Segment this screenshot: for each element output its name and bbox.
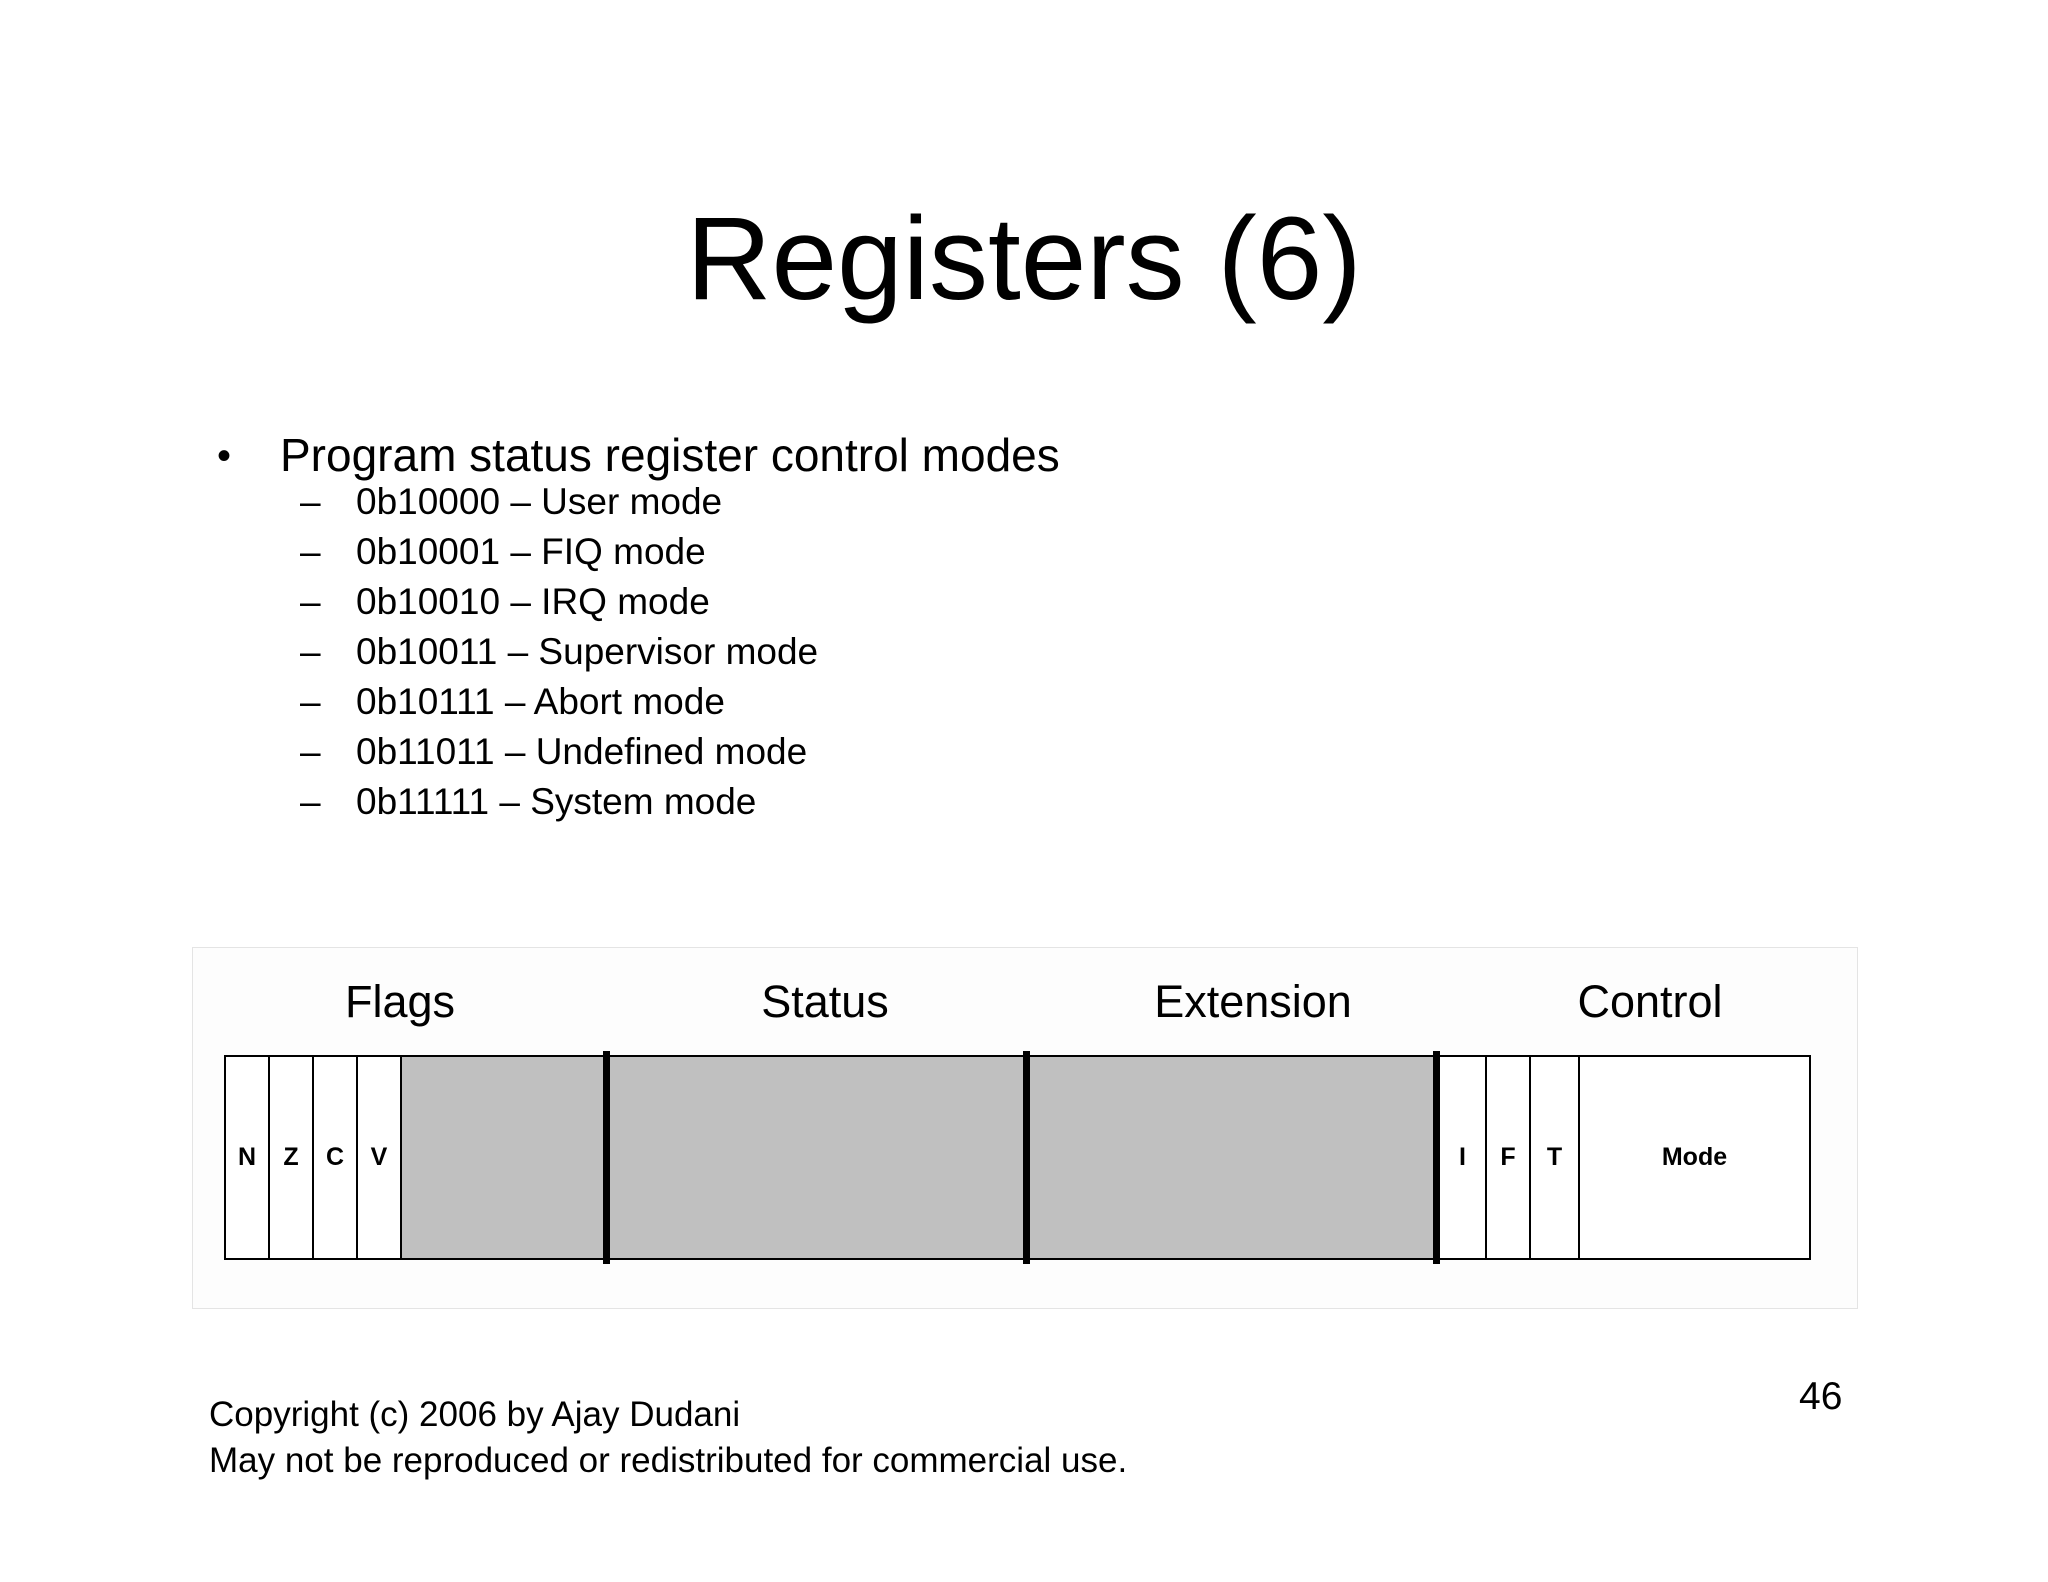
- dash-marker: –: [300, 781, 321, 822]
- bit-cell-z: Z: [268, 1055, 314, 1260]
- license-line: May not be reproduced or redistributed f…: [209, 1441, 1128, 1480]
- list-item: – 0b10011 – Supervisor mode: [300, 627, 818, 677]
- dash-marker: –: [300, 481, 321, 522]
- bit-cell-n: N: [224, 1055, 270, 1260]
- bit-cell-f: F: [1485, 1055, 1531, 1260]
- list-item: – 0b11011 – Undefined mode: [300, 727, 818, 777]
- bit-cell-label: F: [1500, 1143, 1516, 1171]
- dash-marker: –: [300, 531, 321, 572]
- bit-cell-label: V: [370, 1143, 388, 1171]
- mode-item-text: 0b10001 – FIQ mode: [356, 531, 706, 572]
- list-item: – 0b10000 – User mode: [300, 477, 818, 527]
- page-number: 46: [1799, 1375, 1843, 1418]
- bit-cell-v: V: [356, 1055, 402, 1260]
- section-label-control: Control: [1577, 976, 1723, 1027]
- bit-cell-label: N: [237, 1143, 257, 1171]
- status-reserved-region: [608, 1055, 1025, 1260]
- bullet-marker: •: [217, 434, 232, 478]
- mode-item-text: 0b10111 – Abort mode: [356, 681, 725, 722]
- mode-list: – 0b10000 – User mode – 0b10001 – FIQ mo…: [300, 477, 818, 827]
- dash-marker: –: [300, 631, 321, 672]
- bit-cell-label: T: [1546, 1143, 1563, 1171]
- mode-item-text: 0b11111 – System mode: [356, 781, 757, 822]
- bit-cell-i: I: [1438, 1055, 1487, 1260]
- section-divider: [1433, 1051, 1440, 1264]
- bit-cell-label: Z: [283, 1143, 299, 1171]
- mode-item-text: 0b11011 – Undefined mode: [356, 731, 808, 772]
- section-label-status: Status: [761, 976, 889, 1027]
- list-item: – 0b11111 – System mode: [300, 777, 818, 827]
- section-divider: [1023, 1051, 1030, 1264]
- bit-cell-t: T: [1529, 1055, 1580, 1260]
- bit-cell-label: I: [1459, 1143, 1466, 1171]
- mode-cell: Mode: [1578, 1055, 1811, 1260]
- flags-reserved-region: [400, 1055, 605, 1260]
- copyright-line: Copyright (c) 2006 by Ajay Dudani: [209, 1395, 741, 1434]
- extension-reserved-region: [1028, 1055, 1435, 1260]
- mode-cell-label: Mode: [1661, 1143, 1728, 1171]
- list-item: – 0b10001 – FIQ mode: [300, 527, 818, 577]
- register-bar: N Z C V I F T Mode: [224, 1051, 1811, 1264]
- bullet-item: • Program status register control modes: [217, 430, 1060, 481]
- section-label-extension: Extension: [1154, 976, 1352, 1027]
- dash-marker: –: [300, 581, 321, 622]
- dash-marker: –: [300, 681, 321, 722]
- footer: Copyright (c) 2006 by Ajay Dudani May no…: [209, 1392, 1127, 1484]
- mode-item-text: 0b10011 – Supervisor mode: [356, 631, 819, 672]
- list-item: – 0b10111 – Abort mode: [300, 677, 818, 727]
- slide-title: Registers (6): [686, 193, 1362, 325]
- bit-cell-label: C: [325, 1143, 345, 1171]
- section-divider: [603, 1051, 610, 1264]
- section-label-flags: Flags: [344, 976, 456, 1027]
- bit-cell-c: C: [312, 1055, 358, 1260]
- bullet-text: Program status register control modes: [280, 429, 1060, 481]
- dash-marker: –: [300, 731, 321, 772]
- list-item: – 0b10010 – IRQ mode: [300, 577, 818, 627]
- mode-item-text: 0b10010 – IRQ mode: [356, 581, 710, 622]
- mode-item-text: 0b10000 – User mode: [356, 481, 723, 522]
